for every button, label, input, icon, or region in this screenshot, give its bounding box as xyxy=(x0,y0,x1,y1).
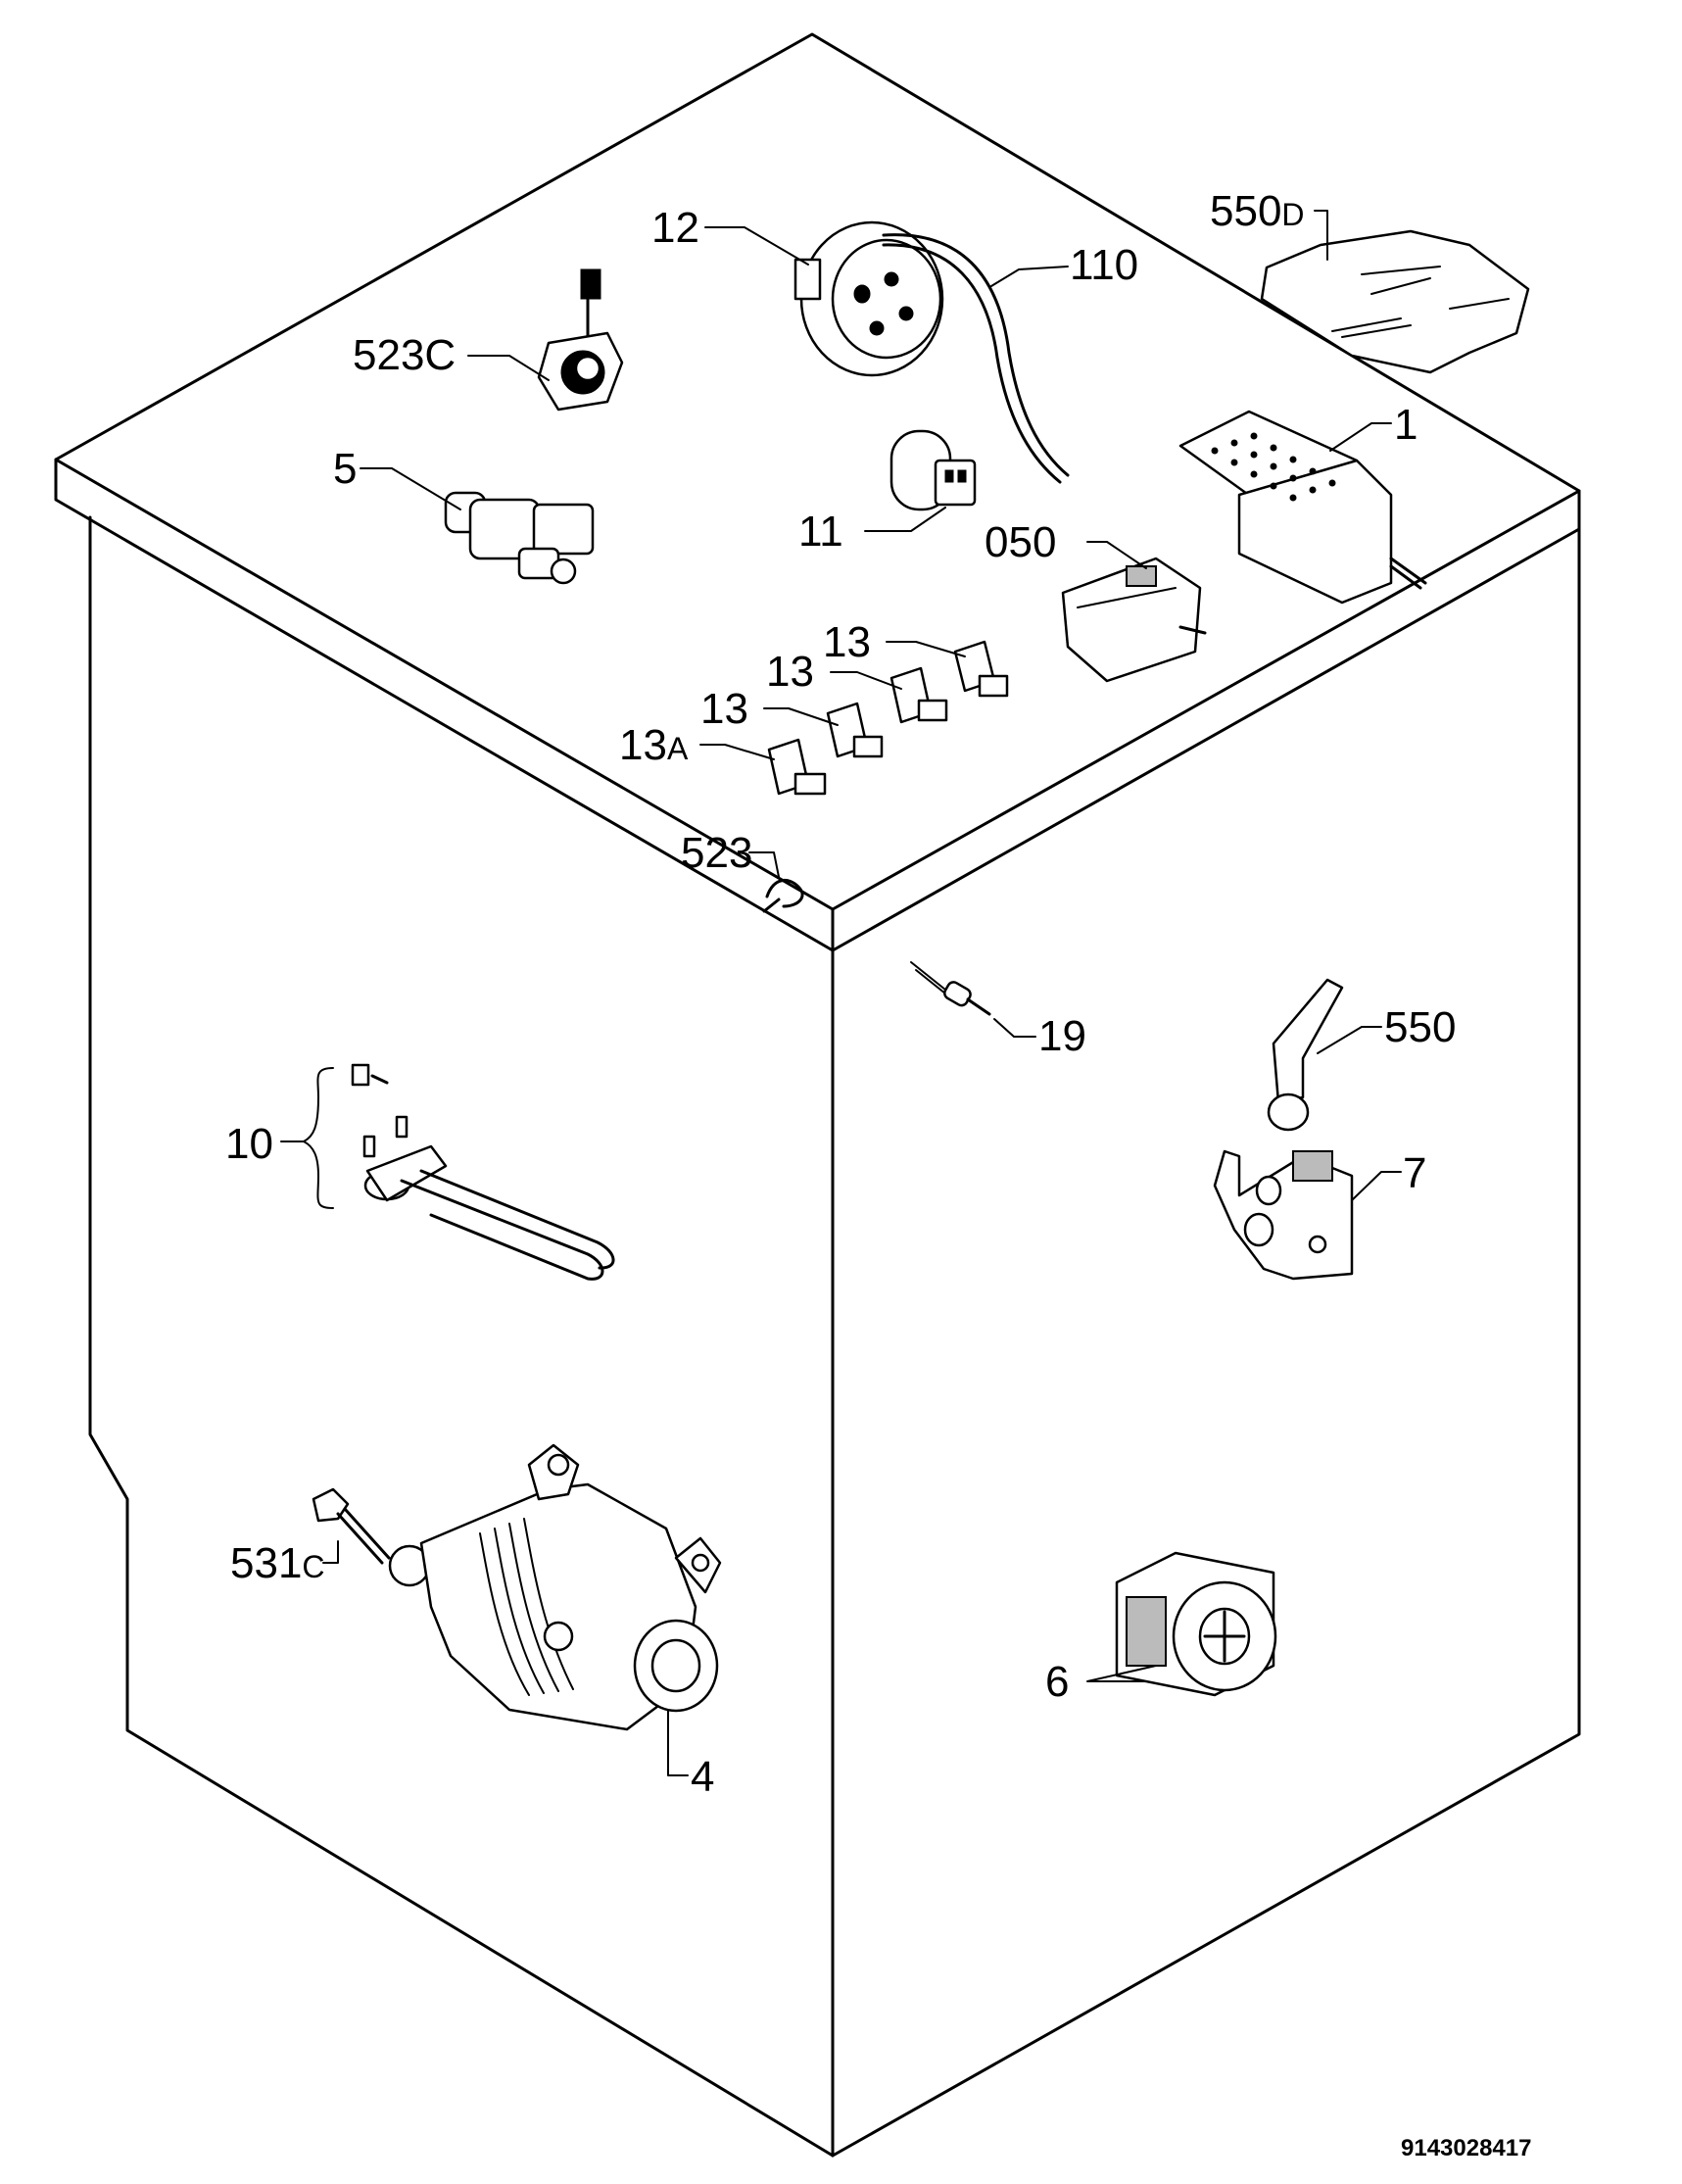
callout-110: 110 xyxy=(1070,241,1138,289)
part-screw xyxy=(312,1487,391,1565)
part-connector-13-1 xyxy=(953,640,1009,698)
part-hose xyxy=(882,233,1070,484)
callout-19: 19 xyxy=(1038,1012,1086,1060)
callout-6: 6 xyxy=(1045,1658,1069,1706)
callout-1: 1 xyxy=(1394,401,1418,449)
callout-550: 550 xyxy=(1384,1003,1456,1051)
callout-550D: 550D xyxy=(1210,187,1305,235)
part-door-lever xyxy=(1267,978,1344,1132)
part-connector-13-2 xyxy=(889,666,948,724)
part-door-lock xyxy=(537,268,624,412)
callout-labels: 550D 12 110 523C 1 5 11 050 13 13 13 13A… xyxy=(225,187,1456,1801)
part-drain-pump xyxy=(1115,1551,1277,1697)
callout-523C: 523C xyxy=(353,331,456,379)
callout-10: 10 xyxy=(225,1120,273,1168)
part-connector-13A xyxy=(767,738,827,796)
part-programmer xyxy=(1178,410,1427,605)
callout-523: 523 xyxy=(681,829,752,877)
part-sensor xyxy=(910,961,991,1016)
part-switch-module xyxy=(1061,557,1207,683)
part-cover-plate xyxy=(1260,229,1530,374)
leader-lines xyxy=(280,210,1402,1776)
part-clip xyxy=(762,878,804,913)
part-connector-13-3 xyxy=(826,702,884,758)
part-motor xyxy=(388,1443,722,1731)
callout-13-1: 13 xyxy=(823,618,871,666)
drawing-number: 9143028417 xyxy=(1401,2135,1531,2161)
programmer-grid xyxy=(1211,432,1336,502)
callout-12: 12 xyxy=(651,204,699,252)
part-inlet-valve xyxy=(444,491,595,585)
callout-4: 4 xyxy=(691,1753,714,1801)
callout-11: 11 xyxy=(798,508,843,556)
callout-531C: 531C xyxy=(230,1539,325,1587)
part-heating-element xyxy=(351,1063,615,1281)
callout-13-2: 13 xyxy=(766,648,814,696)
callout-050: 050 xyxy=(985,518,1056,566)
cabinet-outline xyxy=(54,32,1581,2158)
callout-13-3: 13 xyxy=(700,685,748,733)
part-door-interlock xyxy=(1213,1149,1354,1281)
callout-13A: 13A xyxy=(619,721,689,769)
part-pressure-switch xyxy=(793,220,944,377)
callout-7: 7 xyxy=(1403,1149,1426,1197)
callout-5: 5 xyxy=(333,445,357,493)
part-capacitor xyxy=(889,429,977,511)
